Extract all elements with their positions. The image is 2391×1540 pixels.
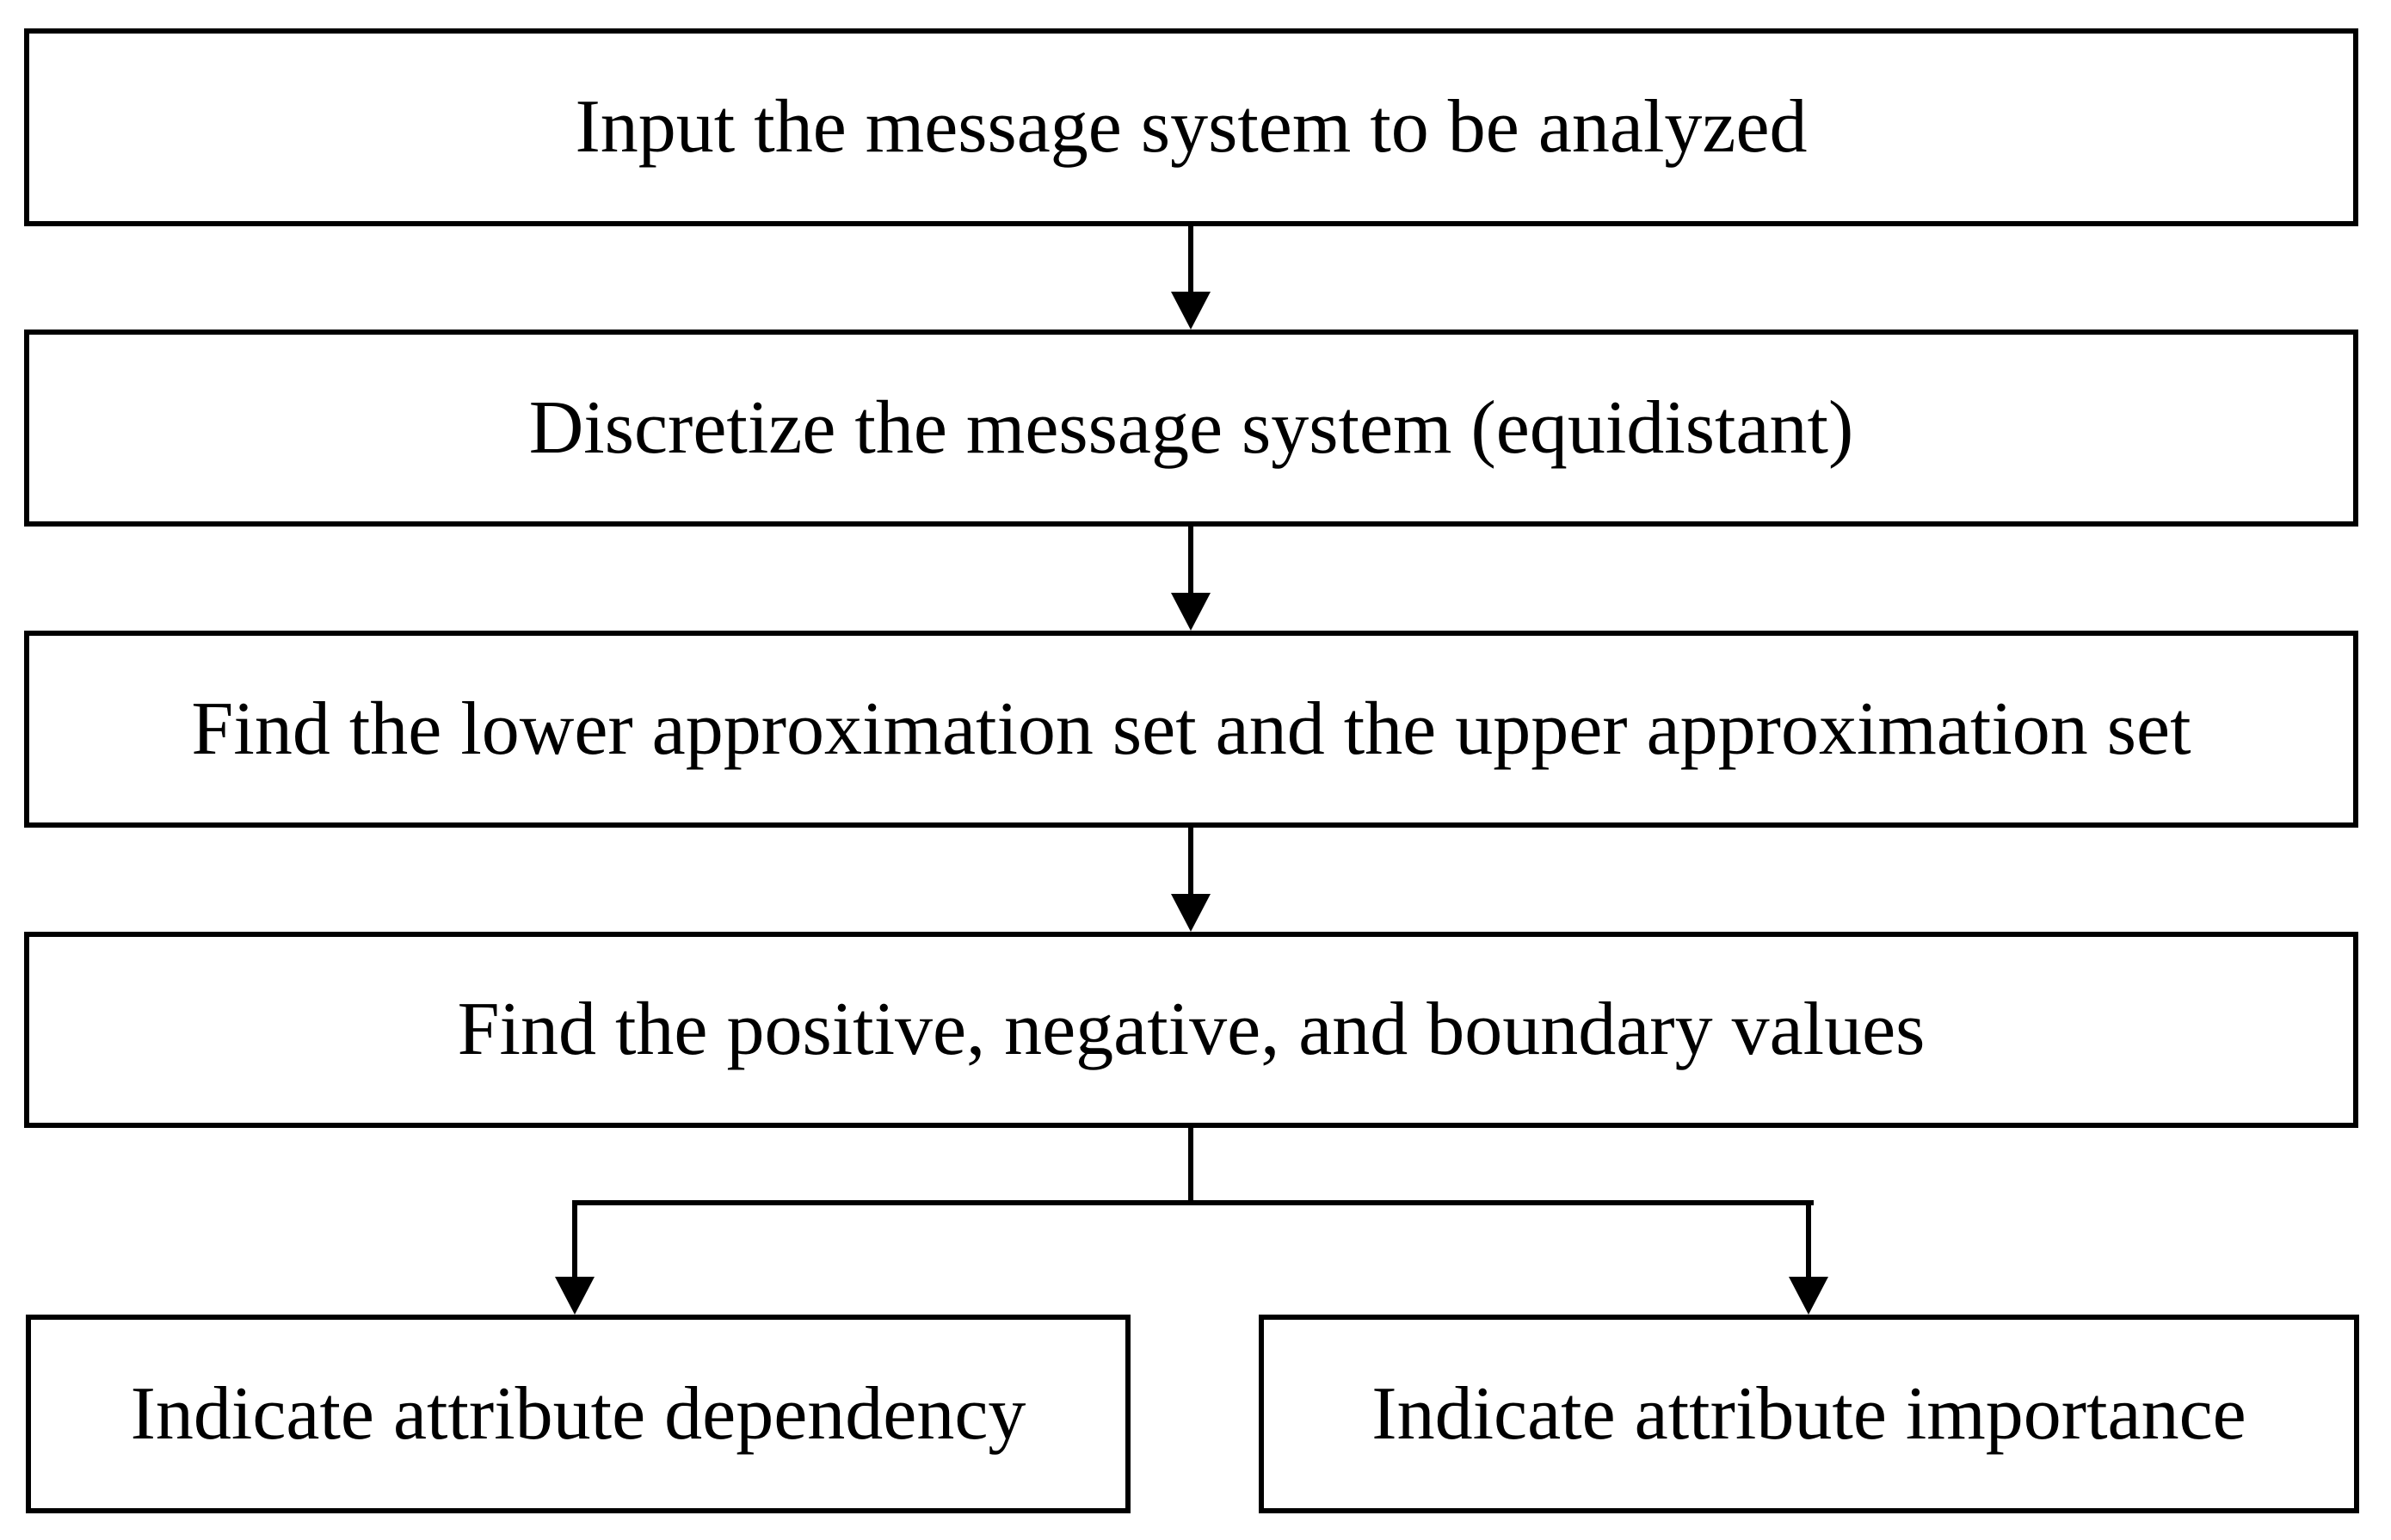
flow-node-attribute-importance: Indicate attribute importance [1259,1315,2359,1513]
arrow-line [1188,526,1193,595]
branch-left-line [572,1200,577,1278]
arrow-down-icon [1171,292,1211,330]
arrow-line [1188,827,1193,896]
arrow-down-icon [555,1277,595,1315]
flow-node-discretize: Discretize the message system (equidista… [24,330,2358,527]
flow-node-attribute-dependency: Indicate attribute dependency [26,1315,1131,1513]
flow-node-approximation-sets: Find the lower approximation set and the… [24,631,2358,828]
flow-node-input: Input the message system to be analyzed [24,28,2358,226]
flow-node-region-values: Find the positive, negative, and boundar… [24,932,2358,1128]
arrow-down-icon [1171,593,1211,631]
branch-horizontal-line [572,1200,1814,1205]
branch-right-line [1806,1200,1811,1278]
arrow-line [1188,225,1193,294]
arrow-down-icon [1171,894,1211,932]
branch-stem-line [1188,1127,1193,1205]
arrow-down-icon [1789,1277,1828,1315]
